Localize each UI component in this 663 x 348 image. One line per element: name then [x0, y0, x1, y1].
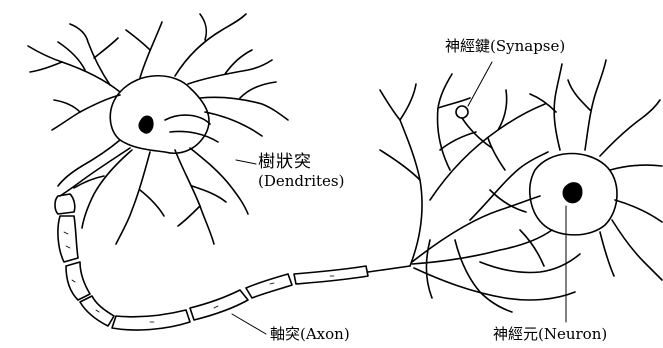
dendrite: [58, 140, 120, 186]
branch: [400, 120, 422, 266]
myelin-texture: [64, 232, 334, 322]
dendrites-leader: [236, 160, 256, 164]
myelin-segment: [55, 194, 75, 214]
left-cell-body: [110, 76, 209, 153]
branch: [400, 84, 416, 120]
dendrite: [610, 165, 662, 170]
dendrite: [178, 206, 200, 226]
branch: [440, 132, 476, 150]
dendrite: [175, 150, 214, 244]
dendrites-label-en: (Dendrites): [258, 173, 344, 190]
branch: [380, 150, 420, 180]
dendrite: [200, 14, 206, 40]
left-cell-fold: [165, 115, 210, 124]
branch: [414, 268, 575, 300]
right-neuron: [380, 60, 662, 322]
dendrite: [554, 64, 562, 150]
dendrite: [175, 14, 246, 76]
branch: [438, 74, 453, 170]
axon: [55, 194, 410, 330]
synapse-branch: [462, 118, 492, 148]
axon-hillock: [60, 148, 130, 196]
myelin-segment: [58, 216, 78, 262]
branch: [498, 90, 507, 130]
dendrite: [116, 152, 150, 244]
synapse-leader: [468, 62, 492, 106]
axon-label: 軸突(Axon): [270, 326, 350, 343]
branch: [455, 240, 512, 312]
dendrite: [140, 22, 162, 78]
branch: [488, 138, 505, 170]
dendrite: [585, 60, 606, 150]
dendrite: [615, 200, 662, 222]
dendrite: [240, 82, 276, 98]
synapse-knob: [456, 106, 468, 118]
dendrites-label: 樹狀突 (Dendrites): [258, 153, 344, 190]
dendrite: [140, 190, 164, 216]
left-neuron: [28, 14, 288, 244]
myelin-segment: [66, 262, 90, 300]
dendrite: [70, 24, 110, 85]
dendrite: [600, 100, 660, 156]
right-nucleus: [563, 183, 582, 203]
dendrite: [30, 62, 62, 72]
dendrite: [568, 80, 590, 110]
myelin-segment: [294, 266, 368, 284]
dendrite: [94, 38, 118, 58]
branch: [380, 90, 400, 120]
myelin-segment: [112, 310, 190, 330]
left-cell-fold: [170, 131, 218, 142]
dendrite: [205, 112, 262, 136]
neuron-label: 神經元(Neuron): [493, 326, 607, 343]
dendrite: [200, 97, 288, 120]
branch: [520, 230, 544, 266]
myelin-segment: [190, 290, 248, 320]
left-nucleus: [139, 116, 153, 133]
myelin-segment: [246, 274, 292, 298]
branch: [480, 254, 580, 273]
dendrite: [54, 100, 80, 112]
axon-terminal: [368, 266, 410, 272]
dendrite: [612, 220, 662, 280]
dendrites-label-zh: 樹狀突: [258, 153, 344, 173]
dendrite: [600, 232, 614, 276]
branch: [430, 104, 545, 200]
dendrite: [188, 60, 272, 84]
synapse-label: 神經鍵(Synapse): [445, 38, 565, 55]
branch: [412, 196, 540, 262]
axon-leader: [232, 314, 266, 334]
branch: [470, 152, 548, 220]
dendrite: [126, 30, 150, 50]
